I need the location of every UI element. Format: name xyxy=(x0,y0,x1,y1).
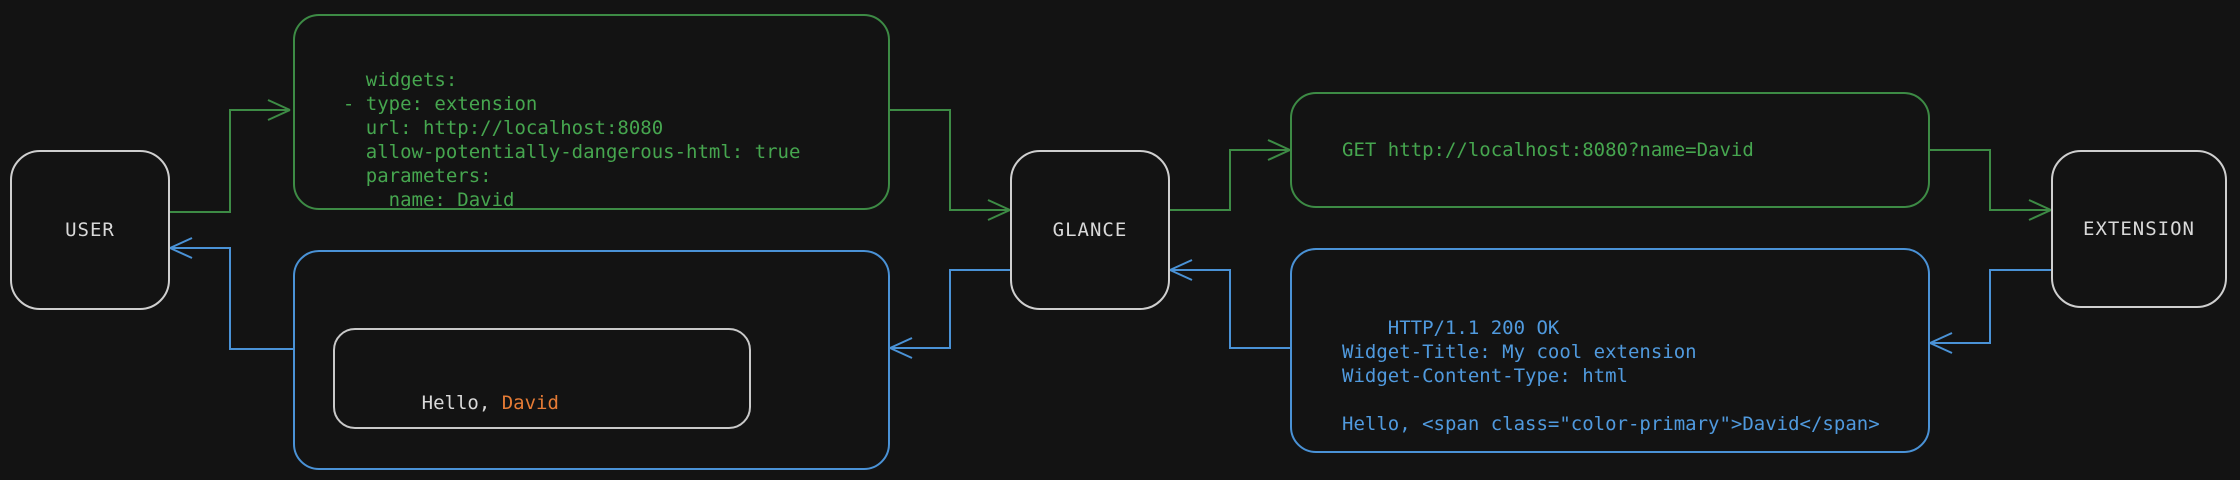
extension-node-label: EXTENSION xyxy=(2083,218,2195,240)
arrow-response-to-glance xyxy=(1169,259,1290,349)
glance-node: GLANCE xyxy=(1010,150,1170,310)
yaml-config-text: widgets: - type: extension url: http://l… xyxy=(342,69,801,211)
arrow-extension-to-response xyxy=(1929,269,2051,354)
arrow-glance-to-widget xyxy=(889,269,1010,359)
arrow-widget-to-user xyxy=(169,237,293,350)
http-request-box: GET http://localhost:8080?name=David xyxy=(1290,92,1930,208)
http-response-box: HTTP/1.1 200 OK Widget-Title: My cool ex… xyxy=(1290,248,1930,453)
arrow-request-to-extension xyxy=(1930,149,2052,221)
arrow-glance-to-request xyxy=(1170,139,1291,211)
greeting-prefix: Hello, xyxy=(421,392,502,414)
arrow-user-to-config xyxy=(170,99,291,213)
widget-preview-box: MY COOL EXTENSION Hello, David xyxy=(293,250,890,470)
arrow-config-to-glance xyxy=(890,109,1011,221)
widget-greeting-box: Hello, David xyxy=(333,328,751,429)
http-request-text: GET http://localhost:8080?name=David xyxy=(1342,139,1754,161)
yaml-config-box: widgets: - type: extension url: http://l… xyxy=(293,14,890,211)
glance-node-label: GLANCE xyxy=(1052,219,1128,241)
http-response-text: HTTP/1.1 200 OK Widget-Title: My cool ex… xyxy=(1342,317,1880,435)
user-node: USER xyxy=(10,150,170,310)
user-node-label: USER xyxy=(65,219,115,241)
greeting-name: David xyxy=(501,392,559,414)
extension-node: EXTENSION xyxy=(2051,150,2227,308)
